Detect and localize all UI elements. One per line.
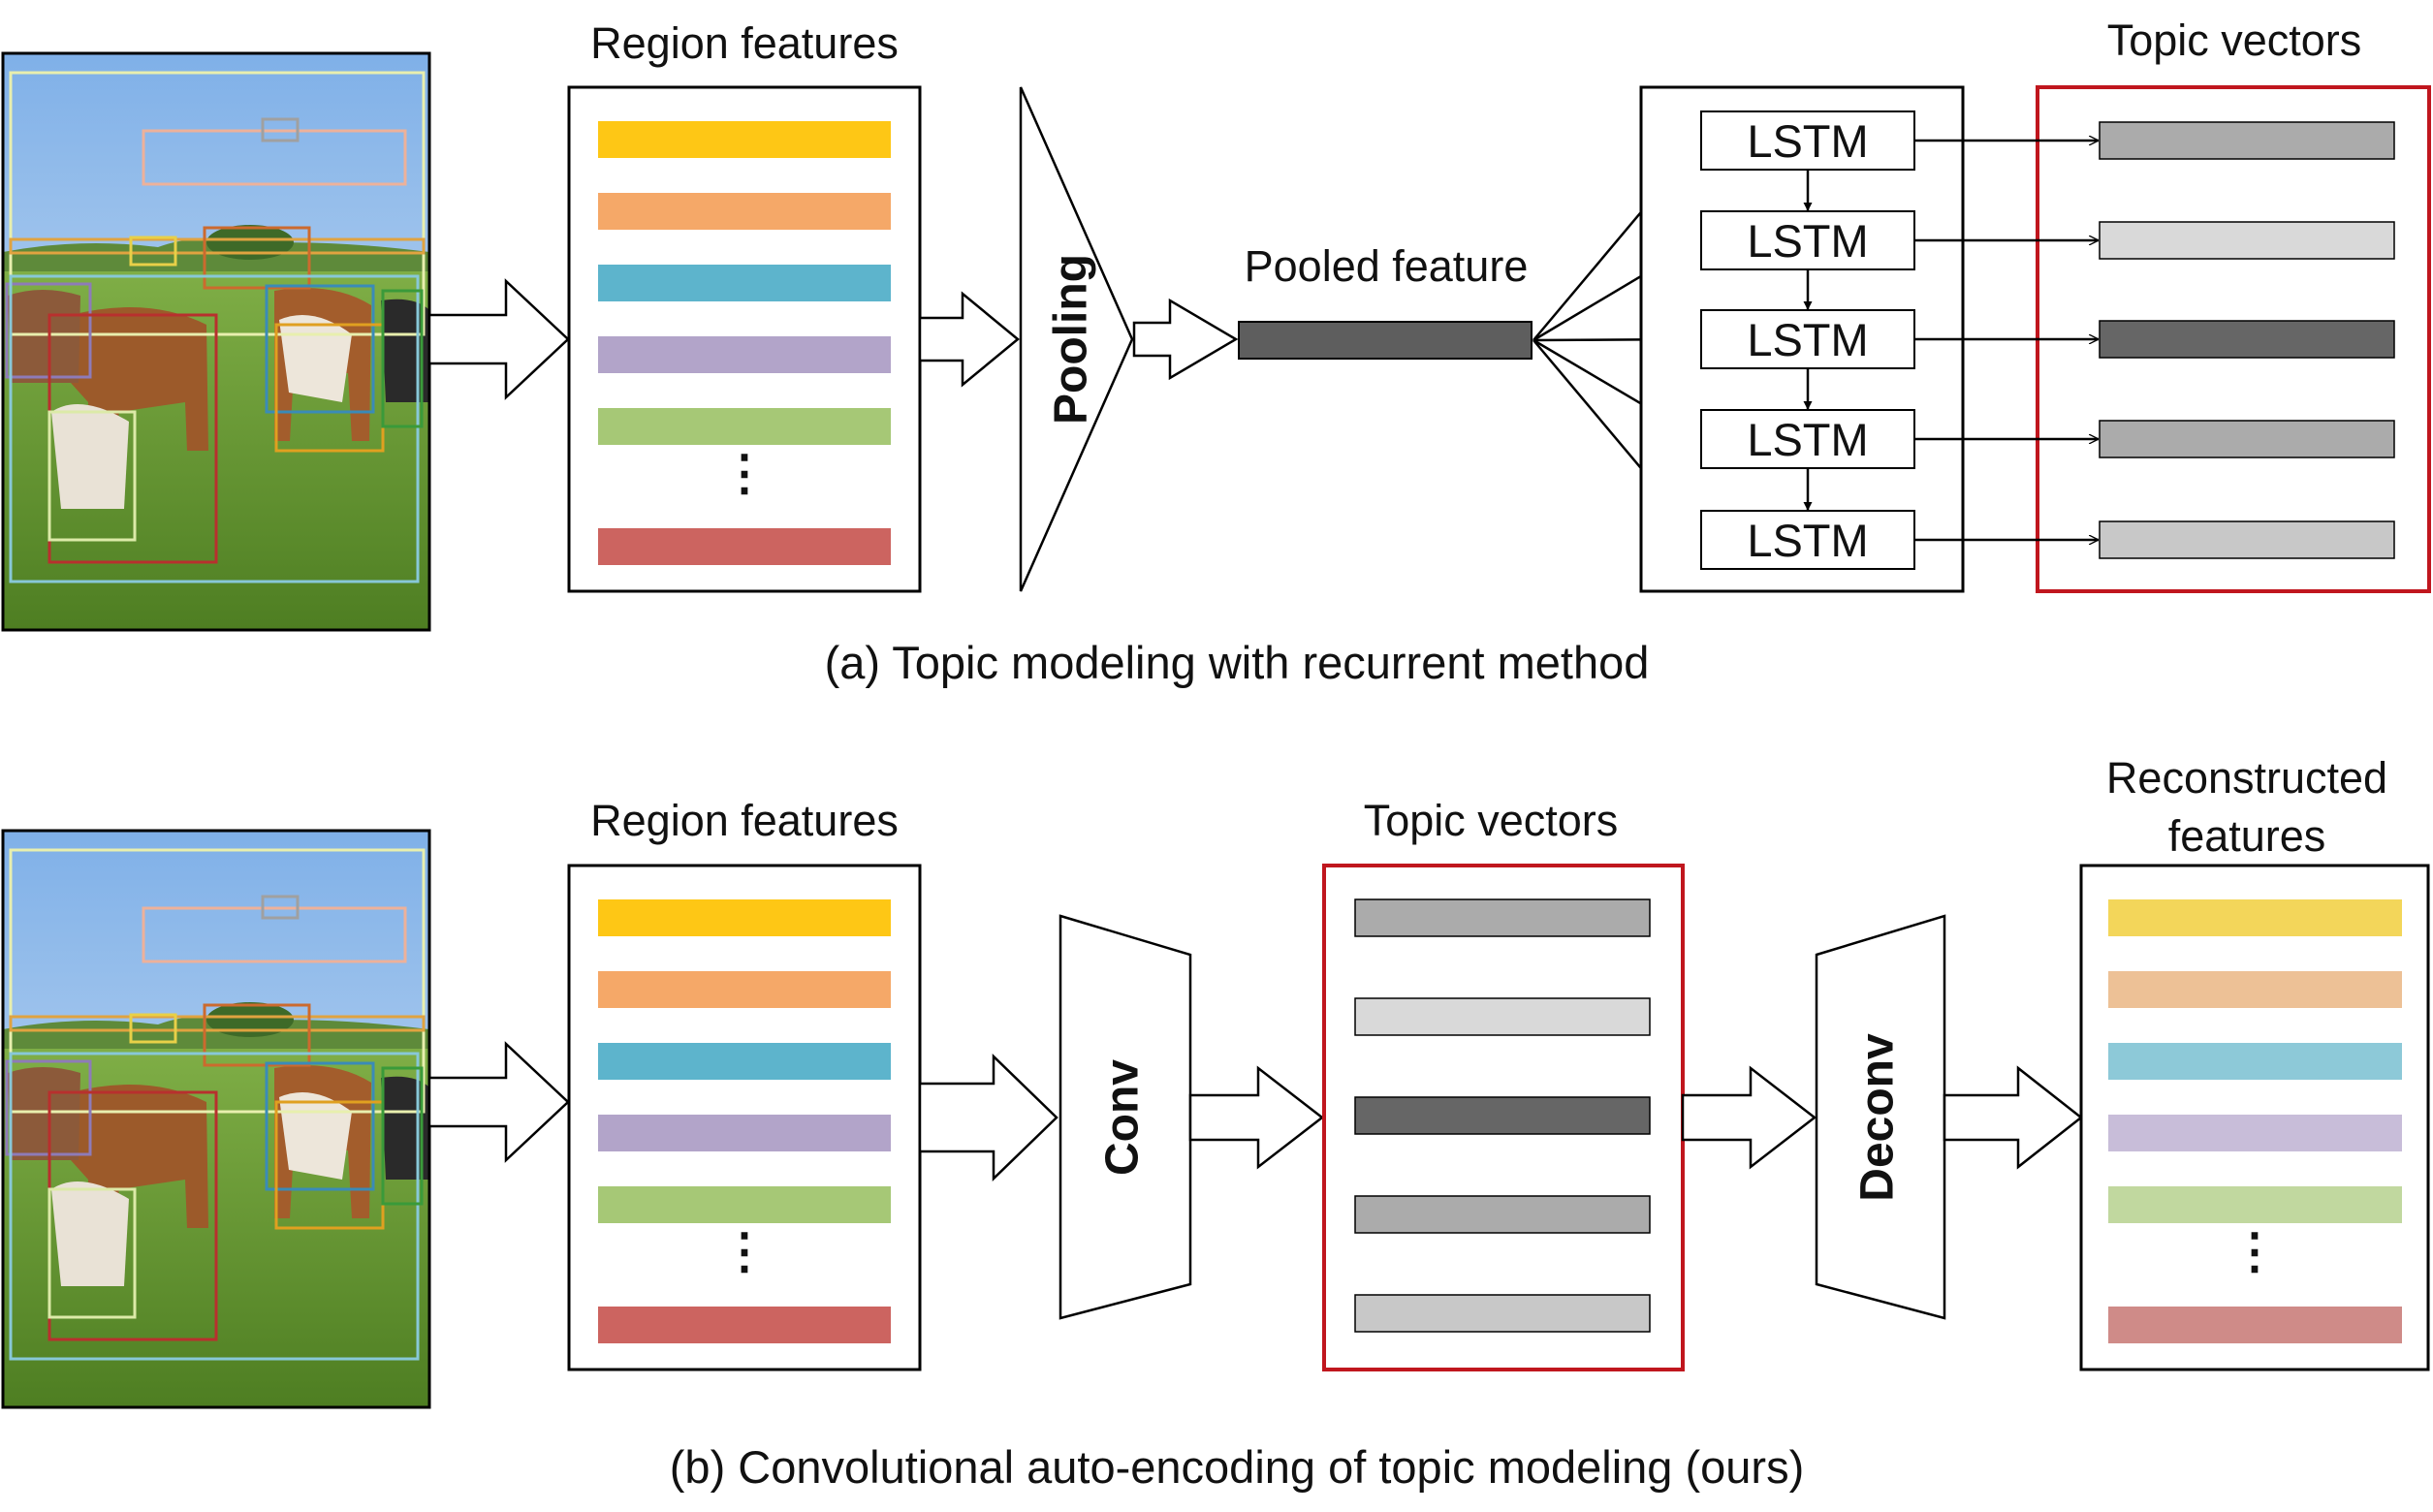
- topic-vector-bar-a-3: [2099, 320, 2395, 359]
- input-photo-a: [1, 51, 431, 632]
- reconstructed-title-line2: features: [2168, 811, 2326, 861]
- block-arrow-photo-to-regions-a: [427, 278, 570, 400]
- block-arrow-topics-to-deconv: [1681, 1065, 1817, 1170]
- topic-vector-bar-b-5: [1354, 1294, 1651, 1333]
- block-arrow-photo-to-regions-b: [427, 1041, 570, 1163]
- caption-b: (b) Convolutional auto-encoding of topic…: [670, 1441, 1804, 1493]
- topic-vectors-title-b: Topic vectors: [1364, 796, 1619, 845]
- reconstructed-feature-bar-2: [2108, 971, 2402, 1008]
- reconstructed-feature-bar-4: [2108, 1115, 2402, 1151]
- topic-vector-bar-a-4: [2099, 420, 2395, 458]
- conv-block: [1059, 914, 1192, 1320]
- lstm-to-topic-arrows: [1914, 141, 2099, 540]
- topic-vector-bar-a-2: [2099, 221, 2395, 260]
- pooled-feature-bar: [1238, 321, 1532, 360]
- region-feature-bar-a-5: [598, 408, 891, 445]
- conv-label: Conv: [1097, 1059, 1149, 1176]
- panel-b: Region features ⋮ Conv Topic vectors Dec…: [1, 753, 2430, 1493]
- region-feature-bar-b-4: [598, 1115, 891, 1151]
- region-features-ellipsis-a: ⋮: [720, 446, 769, 500]
- topic-vectors-title-a: Topic vectors: [2107, 16, 2362, 65]
- lstm-cells: LSTM LSTM LSTM LSTM LSTM: [1700, 110, 1915, 570]
- caption-a: (a) Topic modeling with recurrent method: [825, 637, 1650, 688]
- block-arrow-pooling-to-pooled: [1132, 298, 1239, 381]
- region-feature-bar-b-6: [598, 1307, 891, 1343]
- block-arrow-regions-to-conv: [918, 1054, 1059, 1181]
- region-features-ellipsis-b: ⋮: [720, 1224, 769, 1278]
- reconstructed-feature-bar-6: [2108, 1307, 2402, 1343]
- topic-vector-bar-b-1: [1354, 898, 1651, 937]
- region-feature-bars-a: [598, 121, 891, 565]
- topic-vector-bars-a: [2099, 121, 2395, 559]
- pooling-block: [1019, 86, 1134, 592]
- region-feature-bar-b-2: [598, 971, 891, 1008]
- region-feature-bar-b-1: [598, 899, 891, 936]
- deconv-label: Deconv: [1852, 1033, 1904, 1202]
- reconstructed-ellipsis: ⋮: [2230, 1224, 2279, 1278]
- region-feature-bar-a-2: [598, 193, 891, 230]
- topic-vector-bar-b-4: [1354, 1195, 1651, 1234]
- topic-vector-bar-b-2: [1354, 997, 1651, 1036]
- region-feature-bar-a-4: [598, 336, 891, 373]
- reconstructed-feature-bars: [2108, 899, 2402, 1343]
- region-feature-bar-a-1: [598, 121, 891, 158]
- reconstructed-title-line1: Reconstructed: [2106, 753, 2387, 803]
- lstm-label-3: LSTM: [1747, 314, 1868, 365]
- deconv-block: [1815, 914, 1946, 1320]
- panel-a: Region features ⋮ Pooling Pooled feature…: [1, 16, 2431, 688]
- block-arrow-regions-to-pooling-a: [918, 291, 1020, 388]
- pooling-label: Pooling: [1046, 254, 1097, 425]
- block-arrow-conv-to-topics: [1188, 1065, 1325, 1170]
- pooled-feature-title: Pooled feature: [1245, 241, 1529, 291]
- lstm-label-4: LSTM: [1747, 414, 1868, 465]
- region-features-title-a: Region features: [590, 18, 899, 68]
- lstm-label-2: LSTM: [1747, 215, 1868, 267]
- reconstructed-feature-bar-5: [2108, 1186, 2402, 1223]
- region-feature-bar-a-6: [598, 528, 891, 565]
- region-features-title-b: Region features: [590, 796, 899, 845]
- block-arrow-deconv-to-reconstructed: [1943, 1065, 2084, 1170]
- lstm-cell-1: [1700, 110, 1915, 171]
- input-photo-b: [1, 829, 431, 1409]
- region-feature-bar-a-3: [598, 265, 891, 301]
- topic-vector-bar-a-5: [2099, 520, 2395, 559]
- lstm-label-5: LSTM: [1747, 515, 1868, 566]
- lstm-cell-3: [1700, 309, 1915, 369]
- topic-vector-bar-b-3: [1354, 1096, 1651, 1135]
- region-feature-bars-b: [598, 899, 891, 1343]
- reconstructed-feature-bar-3: [2108, 1043, 2402, 1080]
- lstm-label-1: LSTM: [1747, 115, 1868, 167]
- reconstructed-feature-bar-1: [2108, 899, 2402, 936]
- region-feature-bar-b-5: [598, 1186, 891, 1223]
- region-feature-bar-b-3: [598, 1043, 891, 1080]
- lstm-cell-5: [1700, 510, 1915, 570]
- topic-vector-bars-b: [1354, 898, 1651, 1333]
- topic-vector-bar-a-1: [2099, 121, 2395, 160]
